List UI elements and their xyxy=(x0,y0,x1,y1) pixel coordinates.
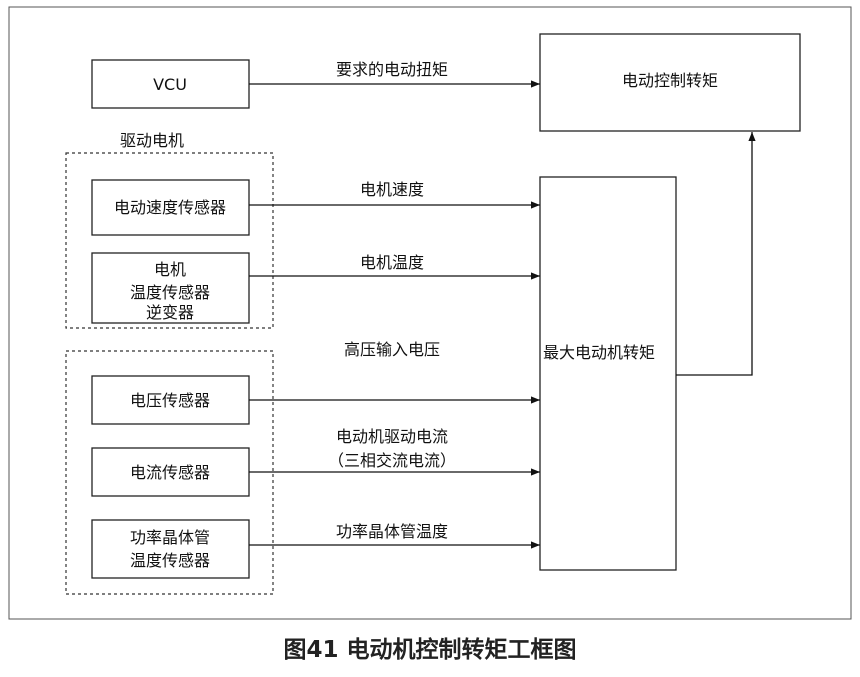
max-torque-box: 最大电动机转矩 xyxy=(539,176,677,571)
transistor-temp-sensor-line-2: 温度传感器 xyxy=(130,551,210,570)
vcu-box: VCU xyxy=(91,59,250,109)
motor-temp-sensor-box: 电机 温度传感器 逆变器 xyxy=(91,252,250,324)
torque-control-label: 电动控制转矩 xyxy=(622,71,718,90)
max-torque-to-control-arrow xyxy=(676,132,756,376)
current-sensor-box: 电流传感器 xyxy=(91,447,250,497)
max-torque-label: 最大电动机转矩 xyxy=(543,343,655,362)
motor-speed-label: 电机速度 xyxy=(360,180,424,199)
motor-temp-label: 电机温度 xyxy=(360,253,424,272)
motor-speed-sensor-label: 电动速度传感器 xyxy=(114,198,226,217)
transistor-temp-sensor-box: 功率晶体管 温度传感器 xyxy=(91,519,250,579)
hv-input-label: 高压输入电压 xyxy=(344,340,440,359)
motor-temp-sensor-line-3: 逆变器 xyxy=(146,303,194,322)
requested-torque-label: 要求的电动扭矩 xyxy=(336,60,448,79)
voltage-sensor-box: 电压传感器 xyxy=(91,375,250,425)
drive-current-label-line-1: 电动机驱动电流 xyxy=(336,427,448,446)
motor-speed-sensor-box: 电动速度传感器 xyxy=(91,179,250,236)
drive-motor-group-label: 驱动电机 xyxy=(120,131,184,150)
torque-control-box: 电动控制转矩 xyxy=(539,33,801,132)
vcu-label: VCU xyxy=(153,75,187,94)
voltage-sensor-label: 电压传感器 xyxy=(130,391,210,410)
transistor-temp-label: 功率晶体管温度 xyxy=(336,522,448,541)
figure-caption: 图41 电动机控制转矩工框图 xyxy=(283,636,576,663)
drive-current-label-line-2: （三相交流电流） xyxy=(328,451,456,470)
inverter-group xyxy=(65,350,274,595)
transistor-temp-sensor-line-1: 功率晶体管 xyxy=(130,528,210,547)
motor-temp-sensor-line-2: 温度传感器 xyxy=(130,283,210,302)
motor-temp-sensor-line-1: 电机 xyxy=(154,260,186,279)
current-sensor-label: 电流传感器 xyxy=(130,463,210,482)
outer-frame xyxy=(8,6,852,620)
drive-motor-group xyxy=(65,152,274,329)
